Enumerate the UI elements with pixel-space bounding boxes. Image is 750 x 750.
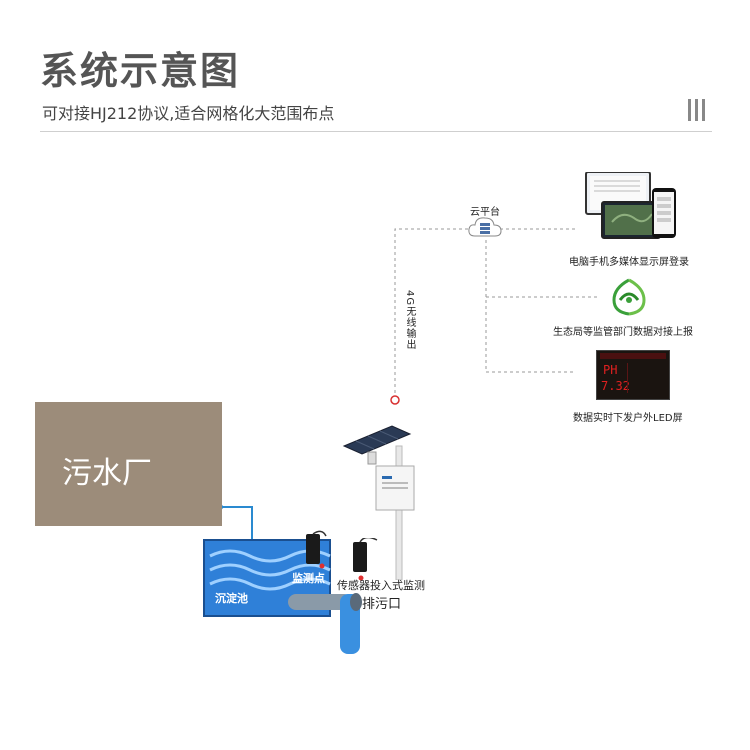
ecology-bureau-logo-icon (612, 278, 646, 316)
menu-bars-icon[interactable] (688, 99, 706, 121)
led-row-2: 7.32 (601, 379, 630, 393)
led-row-1: PH (603, 363, 618, 377)
page-subtitle: 可对接HJ212协议,适合网格化大范围布点 (42, 104, 335, 123)
antenna-signal-icon (390, 395, 400, 405)
transmission-label: 4G无线输出 (404, 290, 415, 351)
plant-to-tank-pipe (220, 506, 253, 540)
outlet-pipe (288, 593, 362, 654)
output-label-led: 数据实时下发户外LED屏 (573, 413, 683, 424)
monitoring-station-icon (342, 425, 415, 580)
header-divider (40, 131, 712, 132)
point-label: 监测点 (292, 572, 325, 585)
monitor-phone-icon (585, 172, 676, 239)
cloud-label: 云平台 (470, 207, 500, 218)
output-label-bureau: 生态局等监管部门数据对接上报 (553, 327, 693, 338)
sewage-plant-block (35, 402, 222, 526)
cloud-server-icon (468, 217, 502, 237)
tank-label: 沉淀池 (215, 592, 248, 605)
plant-label: 污水厂 (62, 456, 152, 491)
led-screen-icon: PH 7.32 (596, 350, 670, 400)
sensor-external-icon (353, 538, 378, 581)
link-to-led-line (485, 240, 575, 373)
uplink-dashed-line (394, 228, 468, 396)
output-label-monitor: 电脑手机多媒体显示屏登录 (569, 257, 689, 268)
sensor-in-tank-icon (306, 530, 327, 569)
page-title: 系统示意图 (40, 49, 241, 93)
outlet-label: 排污口 (362, 597, 402, 612)
sensor-label: 传感器投入式监测 (337, 579, 425, 592)
